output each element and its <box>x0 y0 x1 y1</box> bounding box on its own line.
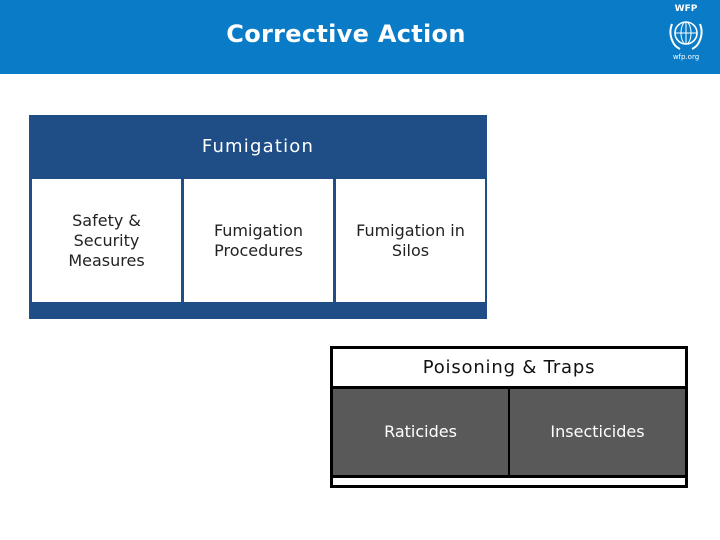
poisoning-traps-footer <box>333 478 685 485</box>
fumigation-item-safety-security: Safety & Security Measures <box>32 179 181 302</box>
poisoning-item-insecticides <box>510 389 685 475</box>
fumigation-item-label: Safety & Security Measures <box>68 210 145 270</box>
poisoning-item-raticides <box>333 389 508 475</box>
slide-title: Corrective Action <box>226 20 466 48</box>
poisoning-item-label: Raticides <box>384 422 457 441</box>
fumigation-item-procedures: Fumigation Procedures <box>184 179 333 302</box>
poisoning-item-label: Insecticides <box>550 422 645 441</box>
logo-top-text: WFP <box>674 4 698 14</box>
header-bar <box>0 0 720 74</box>
fumigation-item-label: Fumigation in Silos <box>356 220 465 260</box>
fumigation-item-silos: Fumigation in Silos <box>336 179 485 302</box>
un-emblem-icon <box>669 21 703 50</box>
fumigation-title: Fumigation <box>201 136 315 157</box>
poisoning-traps-title: Poisoning & Traps <box>333 349 685 386</box>
fumigation-item-label: Fumigation Procedures <box>213 220 304 260</box>
wfp-logo: WFP wfp.org <box>656 4 716 70</box>
logo-bottom-text: wfp.org <box>672 53 700 61</box>
